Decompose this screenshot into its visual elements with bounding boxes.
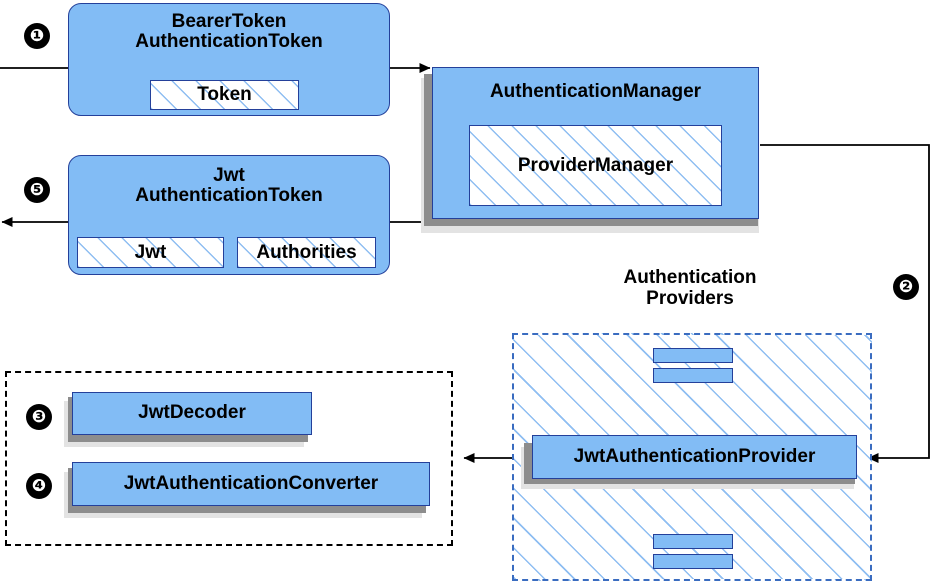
bearer-token-title: BearerToken AuthenticationToken bbox=[69, 11, 389, 53]
sibling-provider-bar-top-2 bbox=[653, 368, 733, 383]
jwt-token-slot-jwt[interactable]: Jwt bbox=[77, 237, 224, 268]
jwt-token-slot-authorities[interactable]: Authorities bbox=[237, 237, 376, 268]
authentication-manager-title: AuthenticationManager bbox=[489, 81, 702, 102]
sibling-provider-bar-top-1 bbox=[653, 348, 733, 363]
jwt-authentication-converter-node[interactable]: JwtAuthenticationConverter bbox=[72, 462, 430, 506]
jwt-token-slot-jwt-label: Jwt bbox=[134, 241, 167, 263]
step-badge-1: ❶ bbox=[24, 23, 50, 49]
jwt-authentication-converter-label: JwtAuthenticationConverter bbox=[123, 472, 379, 494]
bearer-token-title-line2: AuthenticationToken bbox=[135, 31, 323, 53]
jwt-decoder-label: JwtDecoder bbox=[138, 402, 246, 424]
jwt-token-slot-authorities-label: Authorities bbox=[256, 241, 357, 263]
authentication-providers-caption: Authentication Providers bbox=[570, 267, 810, 310]
authentication-providers-caption-line1: Authentication bbox=[623, 267, 757, 288]
jwt-token-title-line2: AuthenticationToken bbox=[135, 185, 323, 207]
step-badge-5: ❺ bbox=[24, 177, 50, 203]
jwt-token-title: Jwt AuthenticationToken bbox=[69, 165, 389, 207]
provider-manager-label: ProviderManager bbox=[517, 154, 674, 176]
jwt-token-title-line1: Jwt bbox=[213, 165, 245, 186]
step-badge-2: ❷ bbox=[893, 274, 919, 300]
step-badge-4: ❹ bbox=[26, 473, 52, 499]
sibling-provider-bar-bottom-1 bbox=[653, 534, 733, 549]
bearer-token-title-line1: BearerToken bbox=[171, 11, 287, 32]
bearer-token-slot-token-label: Token bbox=[197, 84, 252, 105]
jwt-decoder-node[interactable]: JwtDecoder bbox=[72, 392, 312, 435]
authentication-providers-caption-line2: Providers bbox=[646, 287, 734, 309]
bearer-token-slot-token[interactable]: Token bbox=[150, 80, 299, 110]
authentication-manager-slot-provider-manager[interactable]: ProviderManager bbox=[469, 125, 722, 206]
step-badge-3: ❸ bbox=[26, 404, 52, 430]
sibling-provider-bar-bottom-2 bbox=[653, 554, 733, 569]
jwt-authentication-provider-node[interactable]: JwtAuthenticationProvider bbox=[532, 435, 857, 479]
jwt-authentication-provider-label: JwtAuthenticationProvider bbox=[573, 445, 816, 467]
